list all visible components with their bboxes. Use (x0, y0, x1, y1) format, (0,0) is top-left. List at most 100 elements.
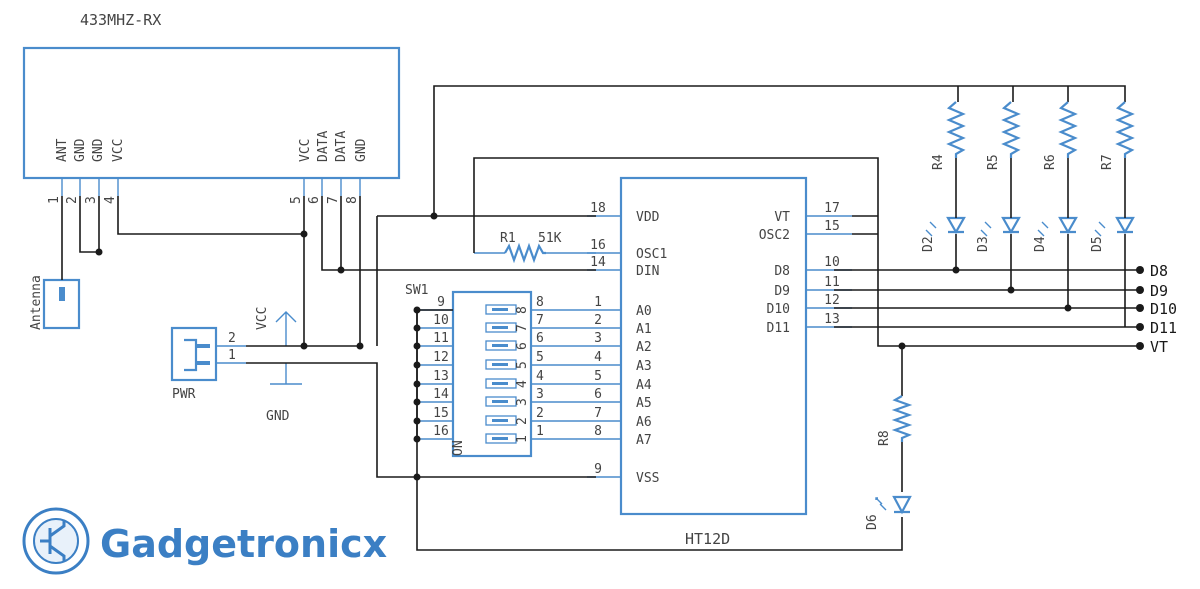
decoder-pin-number: 12 (824, 293, 840, 308)
dip-switch-slot (485, 322, 517, 333)
dip-switch-slot (485, 415, 517, 426)
decoder-pin-name: OSC2 (759, 228, 790, 243)
resistor-label: R4 (931, 154, 946, 170)
dip-switch-toggle (492, 326, 508, 329)
decoder-name: HT12D (685, 530, 730, 548)
receiver-pin-labels: ANT GND GND VCC VCC DATA DATA GND (55, 131, 369, 162)
decoder-pin-number: 17 (824, 201, 840, 216)
dip-switch-toggle (492, 437, 508, 440)
decoder-pin-name: DIN (636, 264, 659, 279)
dip-right-pin-number: 3 (536, 387, 544, 402)
gnd-label: GND (266, 409, 290, 424)
resistor-zigzag (1115, 101, 1135, 158)
power-pin-stubs (216, 345, 246, 364)
decoder-pin-name: A7 (636, 433, 652, 448)
decoder-pin-number: 9 (594, 462, 602, 477)
logo-transistor-icon (33, 518, 79, 564)
decoder-ic: HT12D 18VDD16OSC114DIN1A02A13A24A35A46A5… (587, 176, 852, 548)
dip-left-pin-number: 14 (433, 387, 449, 402)
led-icon (1058, 216, 1078, 235)
power-pin-1-icon (196, 361, 210, 365)
dip-switch-body (451, 290, 533, 458)
dip-switch-on-label: ON (451, 440, 466, 456)
antenna-pin-icon (59, 287, 65, 301)
dip-left-pin-number: 12 (433, 350, 449, 365)
decoder-pin-name: D9 (774, 284, 790, 299)
decoder-pin-name: A4 (636, 378, 652, 393)
decoder-pin-name: A6 (636, 415, 652, 430)
receiver-pin-data-1: DATA (316, 131, 331, 162)
receiver-pin-number: 2 (65, 196, 80, 204)
vt-indicator: R8 D6 (865, 395, 913, 530)
decoder-pin-name: A5 (636, 396, 652, 411)
dip-right-pin-number: 5 (536, 350, 544, 365)
decoder-pin-number: 18 (590, 201, 606, 216)
dip-right-pin-number: 1 (536, 424, 544, 439)
decoder-pin-name: VDD (636, 210, 660, 225)
output-labels: D8 D9 D10 D11 VT (1150, 262, 1177, 356)
led-icon (1115, 216, 1135, 235)
receiver-module: 433MHZ-RX ANT GND GND VCC VCC DATA DATA … (22, 11, 401, 204)
led-icon (946, 216, 966, 235)
decoder-pin-name: D11 (767, 321, 790, 336)
dip-switch-toggle (492, 400, 508, 403)
decoder-pin-number: 3 (594, 331, 602, 346)
resistor-r1: R1 51K (474, 231, 596, 264)
dip-left-pin-number: 13 (433, 369, 449, 384)
receiver-pin-number: 4 (103, 196, 118, 204)
led-d6-light-icon (875, 497, 887, 511)
power-pin-2-icon (196, 344, 210, 348)
decoder-pin-number: 14 (590, 255, 606, 270)
vcc-symbol-icon (275, 311, 297, 346)
decoder-pin-number: 10 (824, 255, 840, 270)
resistor-r1-zigzag (504, 242, 546, 264)
dip-right-pin-number: 7 (536, 313, 544, 328)
power-connector: 2 1 PWR VCC GND (170, 307, 302, 424)
receiver-pin-gnd-3: GND (354, 138, 369, 162)
receiver-pin-ant: ANT (55, 138, 70, 162)
decoder-pin-number: 6 (594, 387, 602, 402)
dip-switch-number: 7 (515, 324, 530, 332)
led-light-icon (1037, 221, 1049, 237)
power-pin-2-number: 2 (228, 331, 236, 346)
led-d6-label: D6 (865, 514, 880, 530)
dip-switch-slot (485, 359, 517, 370)
dip-right-pin-number: 4 (536, 369, 544, 384)
resistor-zigzag (1058, 101, 1078, 158)
dip-switch-number: 3 (515, 398, 530, 406)
dip-switch-name: SW1 (405, 283, 428, 298)
resistor-r1-value: 51K (538, 231, 562, 246)
led-label: D4 (1033, 236, 1048, 252)
antenna-label: Antenna (29, 275, 44, 330)
receiver-title: 433MHZ-RX (80, 11, 161, 29)
decoder-pin-name: A2 (636, 340, 652, 355)
resistor-zigzag (1001, 101, 1021, 158)
decoder-pin-name: OSC1 (636, 247, 667, 262)
receiver-pin-gnd-2: GND (91, 138, 106, 162)
dip-switch-toggle (492, 344, 508, 347)
led-label: D5 (1090, 236, 1105, 252)
dip-switch-number: 2 (515, 417, 530, 425)
power-connector-label: PWR (172, 387, 196, 402)
resistor-r8-zigzag (891, 395, 913, 442)
led-label: D2 (921, 236, 936, 252)
led-light-icon (1094, 221, 1106, 237)
power-connector-shroud (184, 338, 198, 372)
dip-right-pin-number: 6 (536, 331, 544, 346)
dip-switch-slot (485, 433, 517, 444)
output-label-d8: D8 (1150, 262, 1168, 280)
decoder-pin-name: VSS (636, 471, 659, 486)
output-label-d9: D9 (1150, 282, 1168, 300)
dip-switch-number: 5 (515, 361, 530, 369)
dip-switch-toggle (492, 382, 508, 385)
receiver-pin-number: 8 (345, 196, 360, 204)
dip-switch-number: 6 (515, 342, 530, 350)
dip-switch-toggle (492, 308, 508, 311)
dip-left-pin-number: 15 (433, 406, 449, 421)
decoder-pin-number: 11 (824, 275, 840, 290)
resistor-label: R6 (1043, 154, 1058, 170)
dip-switch-slot (485, 378, 517, 389)
power-connector-body (170, 326, 218, 382)
